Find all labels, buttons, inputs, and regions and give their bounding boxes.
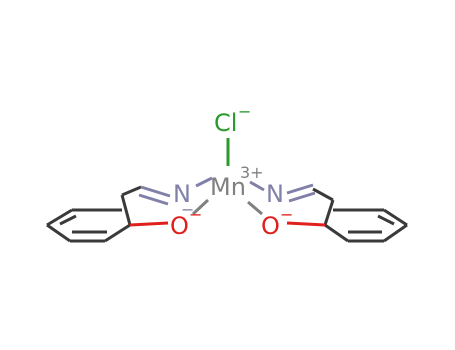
manganese-charge: 3+ (240, 163, 264, 182)
right-oxygen-label: O − (261, 205, 293, 240)
left-oxygen-label: O − (170, 205, 202, 240)
chloride-symbol: Cl (214, 109, 237, 137)
right-benzene-ring (323, 199, 408, 243)
right-oxygen-symbol: O (261, 212, 280, 240)
right-c-o-bond (286, 221, 326, 227)
left-oxygen-symbol: O (170, 212, 189, 240)
right-nitrogen-symbol: N (266, 180, 284, 208)
left-oxygen-charge: − (189, 205, 202, 224)
left-o-mn-bond (191, 198, 210, 216)
right-nitrogen-label: N (266, 180, 284, 208)
manganese-symbol: Mn (210, 173, 246, 201)
left-c-o-bond (129, 221, 169, 227)
left-nitrogen-symbol: N (173, 180, 191, 208)
left-benzene-ring (46, 194, 132, 243)
right-n-mn-bond (249, 180, 265, 192)
left-nitrogen-charge: − (181, 200, 194, 219)
right-o-mn-bond (247, 200, 263, 216)
right-oxygen-charge: − (280, 205, 293, 224)
chloride-label: Cl − (214, 102, 251, 137)
left-nitrogen-label: N − (173, 180, 194, 219)
left-imine-bond (121, 185, 171, 206)
chloride-charge: − (238, 102, 251, 121)
right-imine-bond (286, 183, 334, 203)
left-n-mn-bond (195, 176, 213, 188)
manganese-label: Mn 3+ (210, 163, 264, 201)
